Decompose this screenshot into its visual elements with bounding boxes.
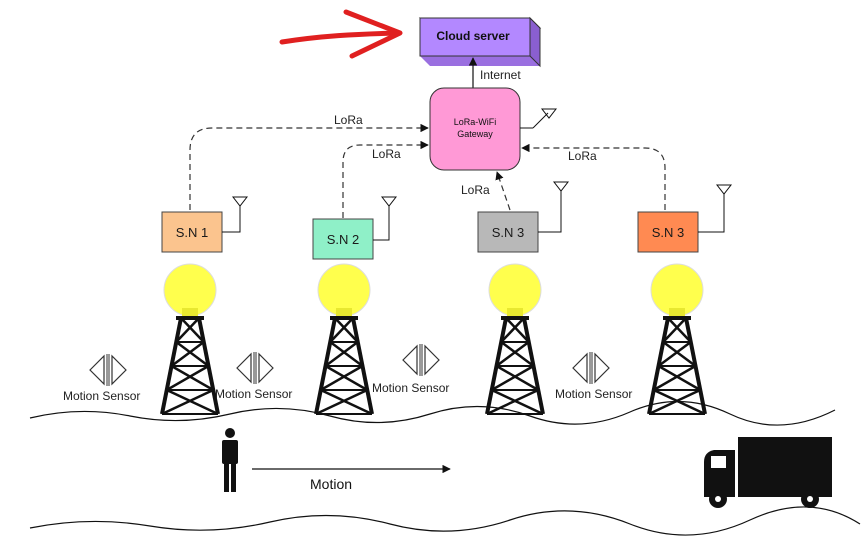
lora-label-sn4: LoRa [568, 149, 597, 163]
cloud-server-box: Cloud server [418, 16, 542, 68]
lora-link-sn4 [521, 143, 666, 210]
motion-sensor-label-3: Motion Sensor [372, 381, 449, 395]
motion-sensor-label-1: Motion Sensor [63, 389, 140, 403]
node-2-antenna-icon [373, 196, 398, 241]
motion-sensor-label-2: Motion Sensor [215, 387, 292, 401]
road-edge-bottom [29, 506, 861, 536]
lora-label-sn2: LoRa [372, 147, 401, 161]
motion-sensor-icon-4 [572, 352, 610, 384]
street-light-tower-2 [314, 263, 374, 416]
truck-icon [704, 437, 832, 508]
sensor-node-3-label: S.N 3 [492, 225, 525, 240]
road-edge-top [29, 400, 836, 426]
lora-label-sn1: LoRa [334, 113, 363, 127]
person-icon [222, 428, 238, 492]
motion-label: Motion [310, 476, 352, 492]
sensor-node-4-label: S.N 3 [652, 225, 685, 240]
motion-sensor-label-4: Motion Sensor [555, 387, 632, 401]
internet-label: Internet [480, 68, 521, 82]
motion-sensor-icon-1 [89, 354, 127, 386]
gateway-label-line2: Gateway [457, 129, 493, 139]
node-4-antenna-icon [698, 184, 733, 233]
cloud-server-label: Cloud server [436, 29, 510, 43]
motion-sensor-icon-3 [402, 344, 440, 376]
lora-link-sn3 [495, 171, 511, 211]
sensor-node-3: S.N 3 [477, 211, 539, 253]
lora-link-sn1 [189, 123, 429, 210]
annotation-arrow [279, 9, 403, 59]
gateway-antenna-icon [520, 108, 558, 129]
gateway-label-line1: LoRa-WiFi [454, 117, 497, 127]
sensor-node-1-label: S.N 1 [176, 225, 209, 240]
sensor-node-4: S.N 3 [637, 211, 699, 253]
node-1-antenna-icon [222, 196, 249, 233]
street-light-tower-1 [160, 263, 220, 416]
street-light-tower-3 [485, 263, 545, 416]
street-light-tower-4 [647, 263, 707, 416]
lora-label-sn3: LoRa [461, 183, 490, 197]
sensor-node-2-label: S.N 2 [327, 232, 360, 247]
lora-link-sn2 [342, 140, 429, 218]
sensor-node-1: S.N 1 [161, 211, 223, 253]
motion-sensor-icon-2 [236, 352, 274, 384]
node-3-antenna-icon [538, 181, 570, 233]
sensor-node-2: S.N 2 [312, 218, 374, 260]
gateway-box: LoRa-WiFi Gateway [429, 87, 521, 171]
